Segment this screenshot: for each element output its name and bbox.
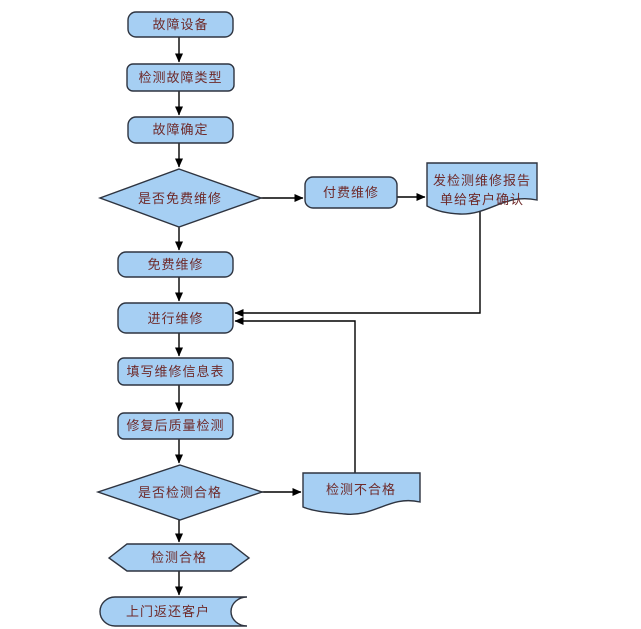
is-free-repair-shape xyxy=(97,168,264,228)
do-repair-label: 进行维修 xyxy=(147,311,203,326)
qc-passed-shape xyxy=(107,543,251,572)
qc-passed-label: 检测合格 xyxy=(151,550,207,565)
fault-confirmed-shape xyxy=(127,116,234,144)
detect-fault-type-label: 检测故障类型 xyxy=(138,70,222,85)
connector-failed-to-dorepair xyxy=(234,317,356,473)
return-to-customer-shape xyxy=(99,596,248,627)
qc-failed-label: 检测不合格 xyxy=(326,482,396,497)
return-to-customer-label: 上门返还客户 xyxy=(126,604,210,619)
node-is-qc-passed: 是否检测合格 xyxy=(95,464,265,521)
detect-fault-type-shape xyxy=(126,63,235,92)
free-repair-shape xyxy=(117,251,234,278)
node-send-report: 发检测维修报告 单给客户确认 xyxy=(426,162,538,215)
free-repair-label: 免费维修 xyxy=(147,257,203,272)
paid-repair-label: 付费维修 xyxy=(323,185,379,200)
node-qc-failed: 检测不合格 xyxy=(302,472,421,515)
fill-repair-form-shape xyxy=(117,357,234,386)
start-label: 故障设备 xyxy=(152,17,208,32)
node-start: 故障设备 xyxy=(127,11,234,38)
node-fill-repair-form: 填写维修信息表 xyxy=(117,357,234,386)
is-free-repair-label: 是否免费维修 xyxy=(138,191,222,206)
send-report-shape xyxy=(426,162,538,215)
is-qc-passed-label: 是否检测合格 xyxy=(138,485,222,500)
node-do-repair: 进行维修 xyxy=(117,302,234,334)
node-is-free-repair: 是否免费维修 xyxy=(97,168,264,228)
send-report-label-line2: 单给客户确认 xyxy=(440,192,524,207)
node-post-repair-qc: 修复后质量检测 xyxy=(117,412,234,440)
node-paid-repair: 付费维修 xyxy=(304,176,398,209)
node-return-to-customer: 上门返还客户 xyxy=(99,596,248,627)
node-detect-fault-type: 检测故障类型 xyxy=(126,63,235,92)
node-free-repair: 免费维修 xyxy=(117,251,234,278)
fill-repair-form-label: 填写维修信息表 xyxy=(126,364,224,379)
do-repair-shape xyxy=(117,302,234,334)
node-qc-passed: 检测合格 xyxy=(107,543,251,572)
is-qc-passed-shape xyxy=(95,464,265,521)
fault-confirmed-label: 故障确定 xyxy=(152,122,208,137)
send-report-label-line1: 发检测维修报告 xyxy=(433,173,531,188)
post-repair-qc-shape xyxy=(117,412,234,440)
node-fault-confirmed: 故障确定 xyxy=(127,116,234,144)
post-repair-qc-label: 修复后质量检测 xyxy=(126,418,224,433)
qc-failed-shape xyxy=(302,472,421,515)
connector-report-to-dorepair xyxy=(234,210,481,317)
paid-repair-shape xyxy=(304,176,398,209)
start-shape xyxy=(127,11,234,38)
